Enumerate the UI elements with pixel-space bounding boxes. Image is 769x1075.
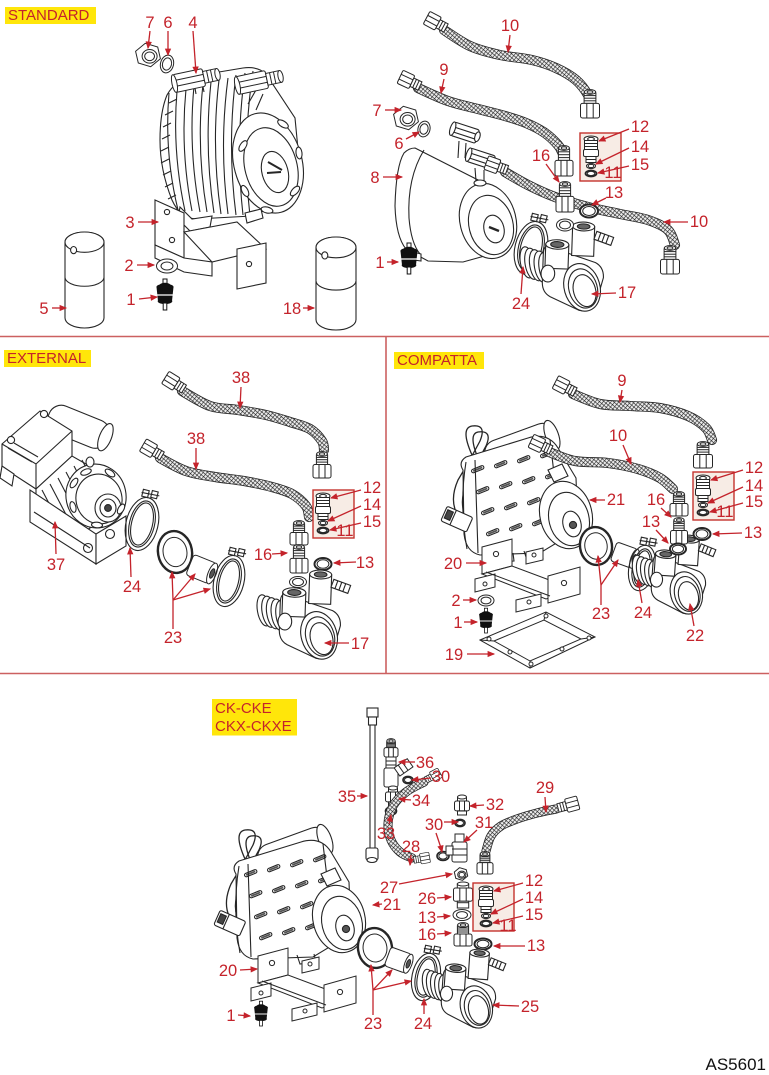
- svg-text:2: 2: [124, 257, 133, 275]
- svg-text:7: 7: [145, 14, 154, 32]
- svg-text:22: 22: [686, 627, 704, 645]
- svg-text:19: 19: [445, 646, 463, 664]
- svg-text:11: 11: [499, 917, 516, 935]
- svg-text:9: 9: [439, 61, 448, 79]
- svg-text:15: 15: [363, 513, 381, 531]
- svg-text:35: 35: [338, 788, 356, 806]
- svg-text:10: 10: [609, 427, 627, 445]
- svg-text:13: 13: [356, 554, 374, 572]
- svg-text:26: 26: [418, 890, 436, 908]
- svg-text:31: 31: [475, 814, 493, 832]
- svg-text:37: 37: [47, 556, 65, 574]
- svg-text:9: 9: [617, 372, 626, 390]
- svg-text:24: 24: [512, 295, 530, 313]
- svg-text:15: 15: [745, 493, 763, 511]
- svg-text:38: 38: [187, 430, 205, 448]
- svg-text:13: 13: [605, 184, 623, 202]
- svg-text:1: 1: [375, 254, 384, 272]
- svg-text:17: 17: [618, 284, 636, 302]
- svg-text:15: 15: [631, 156, 649, 174]
- svg-text:CK-CKE: CK-CKE: [215, 700, 272, 717]
- svg-text:11: 11: [336, 522, 353, 540]
- svg-text:17: 17: [351, 635, 369, 653]
- svg-text:13: 13: [642, 513, 660, 531]
- svg-text:EXTERNAL: EXTERNAL: [7, 350, 86, 367]
- svg-text:11: 11: [604, 164, 621, 182]
- svg-text:30: 30: [425, 816, 443, 834]
- svg-text:8: 8: [370, 169, 379, 187]
- svg-text:1: 1: [226, 1007, 235, 1025]
- svg-text:16: 16: [532, 147, 550, 165]
- svg-text:14: 14: [525, 889, 543, 907]
- svg-text:5: 5: [39, 300, 48, 318]
- svg-text:6: 6: [163, 14, 172, 32]
- svg-text:23: 23: [592, 605, 610, 623]
- svg-text:18: 18: [283, 300, 301, 318]
- svg-text:24: 24: [414, 1015, 432, 1033]
- svg-text:24: 24: [634, 604, 652, 622]
- svg-text:36: 36: [416, 754, 434, 772]
- svg-text:13: 13: [744, 524, 762, 542]
- svg-text:32: 32: [486, 796, 504, 814]
- svg-text:12: 12: [525, 872, 543, 890]
- svg-text:21: 21: [383, 896, 401, 914]
- svg-text:13: 13: [418, 909, 436, 927]
- svg-text:20: 20: [444, 555, 462, 573]
- svg-text:2: 2: [451, 592, 460, 610]
- svg-text:10: 10: [690, 213, 708, 231]
- svg-text:1: 1: [126, 291, 135, 309]
- svg-text:12: 12: [363, 479, 381, 497]
- svg-text:16: 16: [254, 546, 272, 564]
- svg-text:24: 24: [123, 578, 141, 596]
- svg-text:27: 27: [380, 879, 398, 897]
- svg-text:15: 15: [525, 906, 543, 924]
- svg-text:25: 25: [521, 998, 539, 1016]
- svg-text:13: 13: [527, 937, 545, 955]
- svg-text:14: 14: [745, 477, 763, 495]
- svg-text:3: 3: [125, 214, 134, 232]
- svg-text:23: 23: [164, 629, 182, 647]
- svg-text:16: 16: [647, 491, 665, 509]
- svg-text:28: 28: [402, 838, 420, 856]
- svg-text:CKX-CKXE: CKX-CKXE: [215, 718, 292, 735]
- svg-text:1: 1: [453, 614, 462, 632]
- svg-text:6: 6: [394, 135, 403, 153]
- svg-text:12: 12: [745, 459, 763, 477]
- svg-text:21: 21: [607, 491, 625, 509]
- svg-text:4: 4: [188, 14, 197, 32]
- svg-text:10: 10: [501, 17, 519, 35]
- svg-text:30: 30: [432, 768, 450, 786]
- svg-text:34: 34: [412, 792, 430, 810]
- svg-text:STANDARD: STANDARD: [8, 7, 90, 24]
- svg-text:38: 38: [232, 369, 250, 387]
- svg-text:33: 33: [377, 825, 395, 843]
- svg-text:23: 23: [364, 1015, 382, 1033]
- svg-text:7: 7: [372, 102, 381, 120]
- svg-text:29: 29: [536, 779, 554, 797]
- svg-text:14: 14: [363, 496, 381, 514]
- svg-text:12: 12: [631, 118, 649, 136]
- svg-text:AS5601: AS5601: [706, 1055, 767, 1074]
- svg-text:20: 20: [219, 962, 237, 980]
- svg-text:COMPATTA: COMPATTA: [397, 352, 477, 369]
- svg-text:14: 14: [631, 138, 649, 156]
- svg-text:16: 16: [418, 926, 436, 944]
